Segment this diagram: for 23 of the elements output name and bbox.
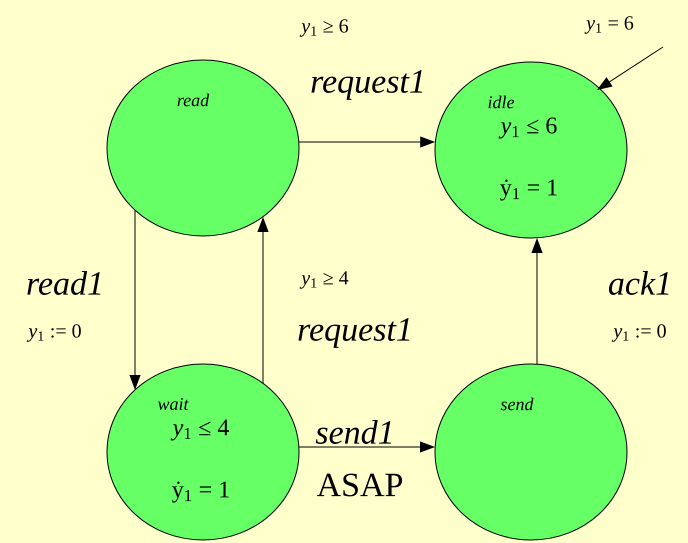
flow-formula: ẏ$_{1}$ = 1 bbox=[172, 481, 229, 503]
state-ellipse bbox=[106, 60, 300, 236]
guard-formula: y$_{1}$ := 0 bbox=[612, 324, 666, 342]
edge-label: request1 bbox=[298, 318, 410, 348]
edge-label: read1 bbox=[27, 271, 100, 295]
guard-formula: y$_{1}$ ≥ 4 bbox=[300, 271, 348, 289]
state-name: wait bbox=[158, 398, 189, 410]
edge-label: y$_{1}$ = 6 bbox=[584, 16, 634, 34]
state-name: read bbox=[178, 94, 210, 106]
state-ellipse bbox=[434, 62, 628, 238]
edge-label: ack1 bbox=[608, 271, 668, 295]
guard-formula: y$_{1}$ ≥ 6 bbox=[300, 19, 348, 37]
annotation: ASAP bbox=[316, 474, 402, 496]
state-ellipse bbox=[106, 364, 300, 540]
flow-formula: ẏ$_{1}$ = 1 bbox=[500, 179, 557, 201]
invariant-formula: y$_{1}$ ≤ 6 bbox=[498, 117, 557, 139]
edge-label: request1 bbox=[311, 70, 422, 100]
edge-label: send1 bbox=[316, 420, 391, 444]
guard-formula: y$_{1}$ := 0 bbox=[26, 324, 81, 342]
state-name: send bbox=[500, 398, 534, 410]
state-ellipse bbox=[434, 364, 628, 540]
state-name: idle bbox=[488, 96, 514, 108]
invariant-formula: y$_{1}$ ≤ 4 bbox=[170, 420, 229, 440]
